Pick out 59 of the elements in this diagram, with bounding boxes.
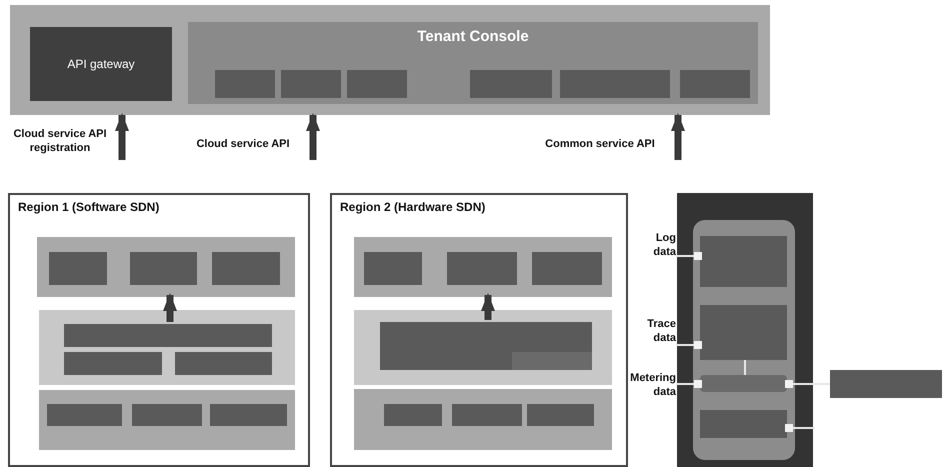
monitoring-group xyxy=(693,220,795,460)
region-title: Region 2 (Hardware SDN) xyxy=(339,199,486,214)
service-box xyxy=(447,252,517,285)
connector-line xyxy=(785,424,815,432)
layer-band xyxy=(354,237,612,297)
region-frame xyxy=(8,193,310,467)
console-panel xyxy=(10,5,770,115)
layer-band xyxy=(354,310,612,385)
layer-band xyxy=(37,237,295,297)
connector-line xyxy=(676,380,702,388)
arrow xyxy=(163,293,177,322)
layer-band xyxy=(354,389,612,450)
box-label: API gateway xyxy=(67,56,135,73)
device-box xyxy=(210,404,287,426)
layer-band xyxy=(39,390,295,450)
collector-bar xyxy=(700,375,787,392)
service-box xyxy=(700,305,787,360)
console-group xyxy=(188,22,758,104)
device-box xyxy=(452,404,522,426)
region-frame xyxy=(330,193,628,467)
external-box xyxy=(830,370,942,398)
component-box xyxy=(175,352,272,375)
service-box xyxy=(364,252,422,285)
service-box xyxy=(212,252,280,285)
service-box xyxy=(470,70,552,98)
component-box xyxy=(64,352,162,375)
service-box xyxy=(215,70,275,98)
connector-line xyxy=(744,360,746,375)
service-box xyxy=(700,236,787,287)
service-box xyxy=(700,410,787,438)
arrow xyxy=(481,293,495,320)
data-label: Metering data xyxy=(622,372,676,408)
service-box xyxy=(130,252,197,285)
service-box xyxy=(560,70,670,98)
device-box xyxy=(132,404,202,426)
connector-line xyxy=(676,341,702,349)
device-box xyxy=(527,404,594,426)
device-box xyxy=(47,404,122,426)
service-box xyxy=(680,70,750,98)
gateway-box xyxy=(30,27,172,101)
arrow xyxy=(115,113,129,160)
component-box xyxy=(512,352,592,370)
service-box xyxy=(281,70,341,98)
service-box xyxy=(347,70,407,98)
component-bar xyxy=(64,324,272,347)
data-label: Trace data xyxy=(632,318,676,352)
connector-line xyxy=(676,252,702,260)
arrow xyxy=(306,113,320,160)
monitoring-panel xyxy=(677,193,813,467)
group-title: Tenant Console xyxy=(417,27,529,47)
layer-band xyxy=(39,310,295,385)
service-box xyxy=(49,252,107,285)
service-box xyxy=(532,252,602,285)
device-box xyxy=(384,404,442,426)
component-box xyxy=(380,322,592,370)
data-label: Log data xyxy=(632,232,676,266)
connector-line xyxy=(785,380,830,388)
arrow xyxy=(671,113,685,160)
region-title: Region 1 (Software SDN) xyxy=(17,199,160,214)
